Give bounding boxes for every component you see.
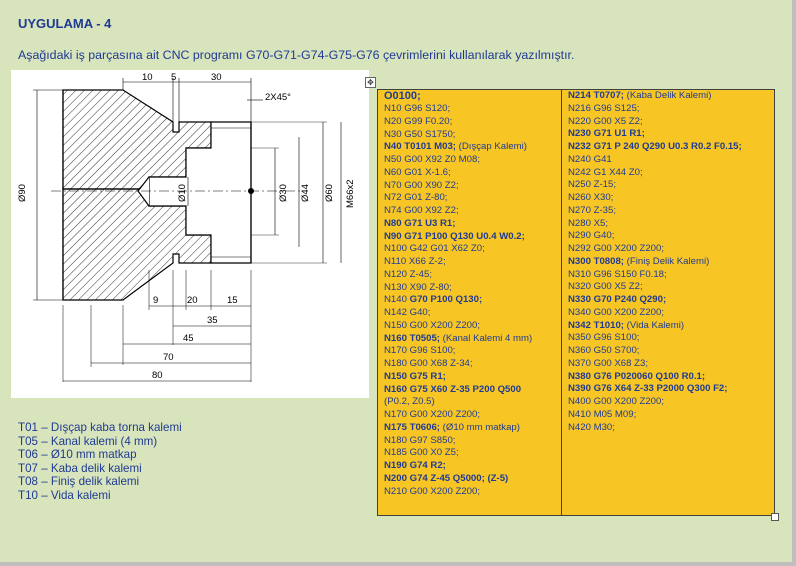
program-line: N120 Z-45;: [384, 268, 432, 280]
dim-bottom-80: 80: [152, 370, 163, 381]
program-line: N140 G70 P100 Q130;: [384, 294, 483, 306]
program-line: N40 T0101 M03; (Dışçap Kalemi): [384, 141, 527, 153]
dim-chamfer: 2X45°: [265, 92, 291, 103]
program-line: N330 G70 P240 Q290;: [568, 294, 667, 305]
program-line: N110 X66 Z-2;: [384, 256, 446, 267]
program-line: N340 G00 X200 Z200;: [568, 306, 665, 318]
program-line: N180 G00 X68 Z-34;: [384, 358, 473, 369]
tool-item: T10 – Vida kalemi: [18, 488, 111, 502]
program-line: N170 G00 X200 Z200;: [384, 409, 481, 420]
dim-bottom-35: 35: [207, 315, 218, 326]
cnc-program-table[interactable]: O0100;N10 G96 S120;N20 G99 F0.20;N30 G50…: [377, 89, 775, 516]
program-line: N20 G99 F0.20;: [384, 115, 453, 127]
program-line: N142 G40;: [384, 307, 431, 318]
program-line: N232 G71 P 240 Q290 U0.3 R0.2 F0.15;: [568, 141, 742, 152]
slide-title: UYGULAMA - 4: [18, 16, 112, 31]
dim-bottom-15: 15: [227, 295, 238, 306]
program-line: N150 G00 X200 Z200;: [384, 319, 481, 331]
program-line: N300 T0808; (Finiş Delik Kalemi): [568, 255, 710, 267]
dim-dia-90: Ø90: [17, 184, 28, 202]
program-line: N214 T0707; (Kaba Delik Kalemi): [568, 90, 712, 101]
dim-top-30: 30: [211, 72, 222, 83]
part-drawing-svg: 10 5 30 2X45° Ø90 Ø10 Ø30 Ø44 Ø60 M66x2: [17, 72, 356, 382]
dim-dia-30: Ø30: [278, 184, 289, 202]
move-handle-icon[interactable]: ✥: [365, 77, 376, 88]
program-line: N70 G00 X90 Z2;: [384, 179, 459, 191]
program-line: N310 G96 S150 F0.18;: [568, 268, 667, 280]
program-line: N230 G71 U1 R1;: [568, 128, 645, 140]
program-line: N420 M30;: [568, 421, 615, 433]
program-line: N216 G96 S125;: [568, 102, 640, 114]
technical-drawing: 10 5 30 2X45° Ø90 Ø10 Ø30 Ø44 Ø60 M66x2: [11, 70, 369, 398]
dim-bottom-45: 45: [183, 333, 194, 344]
program-line: N242 G1 X44 Z0;: [568, 166, 643, 178]
program-line: N150 G75 R1;: [384, 370, 446, 382]
program-line: N60 G01 X-1.6;: [384, 166, 451, 178]
dim-bottom-20: 20: [187, 295, 198, 306]
program-line: N250 Z-15;: [568, 179, 616, 191]
program-line: N290 G40;: [568, 230, 615, 242]
program-column-2: N214 T0707; (Kaba Delik Kalemi)N216 G96 …: [562, 90, 774, 515]
program-line: N390 G76 X64 Z-33 P2000 Q300 F2;: [568, 383, 728, 395]
program-line: N240 G41: [568, 153, 612, 165]
program-line: N400 G00 X200 Z200;: [568, 396, 665, 407]
program-line: N10 G96 S120;: [384, 103, 451, 114]
dim-thread-m66: M66x2: [345, 179, 356, 208]
program-line: N50 G00 X92 Z0 M08;: [384, 154, 480, 165]
program-line: N380 G76 P020060 Q100 R0.1;: [568, 370, 706, 382]
program-line: N200 G74 Z-45 Q5000; (Z-5): [384, 472, 509, 484]
tool-list: T01 – Dışçap kaba torna kalemi T05 – Kan…: [18, 421, 182, 503]
program-line: N175 T0606; (Ø10 mm matkap): [384, 421, 520, 433]
program-line: N342 T1010; (Vida Kalemi): [568, 319, 685, 331]
program-line: O0100;: [384, 90, 421, 102]
program-line: (P0.2, Z0.5): [384, 396, 435, 408]
program-column-1: O0100;N10 G96 S120;N20 G99 F0.20;N30 G50…: [378, 90, 562, 515]
program-line: N350 G96 S100;: [568, 332, 640, 344]
program-line: N130 X90 Z-80;: [384, 281, 452, 293]
dim-bottom-9: 9: [153, 295, 158, 306]
dim-top-10: 10: [142, 72, 153, 83]
program-line: N292 G00 X200 Z200;: [568, 243, 665, 254]
dim-top-5: 5: [171, 72, 176, 83]
tool-item: T01 – Dışçap kaba torna kalemi: [18, 421, 182, 434]
program-line: N370 G00 X68 Z3;: [568, 357, 648, 369]
program-line: N90 G71 P100 Q130 U0.4 W0.2;: [384, 230, 525, 242]
program-line: N210 G00 X200 Z200;: [384, 485, 481, 497]
program-line: N220 G00 X5 Z2;: [568, 115, 643, 127]
program-line: N185 G00 X0 Z5;: [384, 447, 459, 459]
tool-item: T06 – Ø10 mm matkap: [18, 448, 137, 462]
program-line: N160 T0505; (Kanal Kalemi 4 mm): [384, 332, 533, 344]
tool-item: T05 – Kanal kalemi (4 mm): [18, 434, 158, 448]
program-line: N320 G00 X5 Z2;: [568, 281, 643, 293]
program-line: N100 G42 G01 X62 Z0;: [384, 243, 485, 255]
program-line: N180 G97 S850;: [384, 434, 456, 446]
program-line: N260 X30;: [568, 192, 614, 203]
program-line: N160 G75 X60 Z-35 P200 Q500: [384, 383, 522, 395]
program-line: N280 X5;: [568, 217, 609, 229]
program-line: N190 G74 R2;: [384, 460, 446, 471]
dim-bottom-70: 70: [163, 352, 174, 363]
program-line: N74 G00 X92 Z2;: [384, 205, 459, 216]
program-line: N410 M05 M09;: [568, 408, 637, 420]
tool-item: T08 – Finiş delik kalemi: [18, 475, 140, 489]
program-line: N30 G50 S1750;: [384, 128, 456, 140]
program-line: N270 Z-35;: [568, 204, 616, 216]
dim-dia-44: Ø44: [300, 184, 311, 202]
tool-item: T07 – Kaba delik kalemi: [18, 461, 142, 475]
program-line: N72 G01 Z-80;: [384, 192, 448, 204]
slide-subtitle: Aşağıdaki iş parçasına ait CNC programı …: [18, 48, 575, 62]
program-line: N170 G96 S100;: [384, 345, 456, 357]
resize-handle[interactable]: [771, 513, 779, 521]
program-line: N360 G50 S700;: [568, 345, 640, 356]
dim-dia-60: Ø60: [324, 184, 335, 202]
dim-dia-10: Ø10: [177, 184, 188, 202]
program-line: N80 G71 U3 R1;: [384, 217, 456, 229]
